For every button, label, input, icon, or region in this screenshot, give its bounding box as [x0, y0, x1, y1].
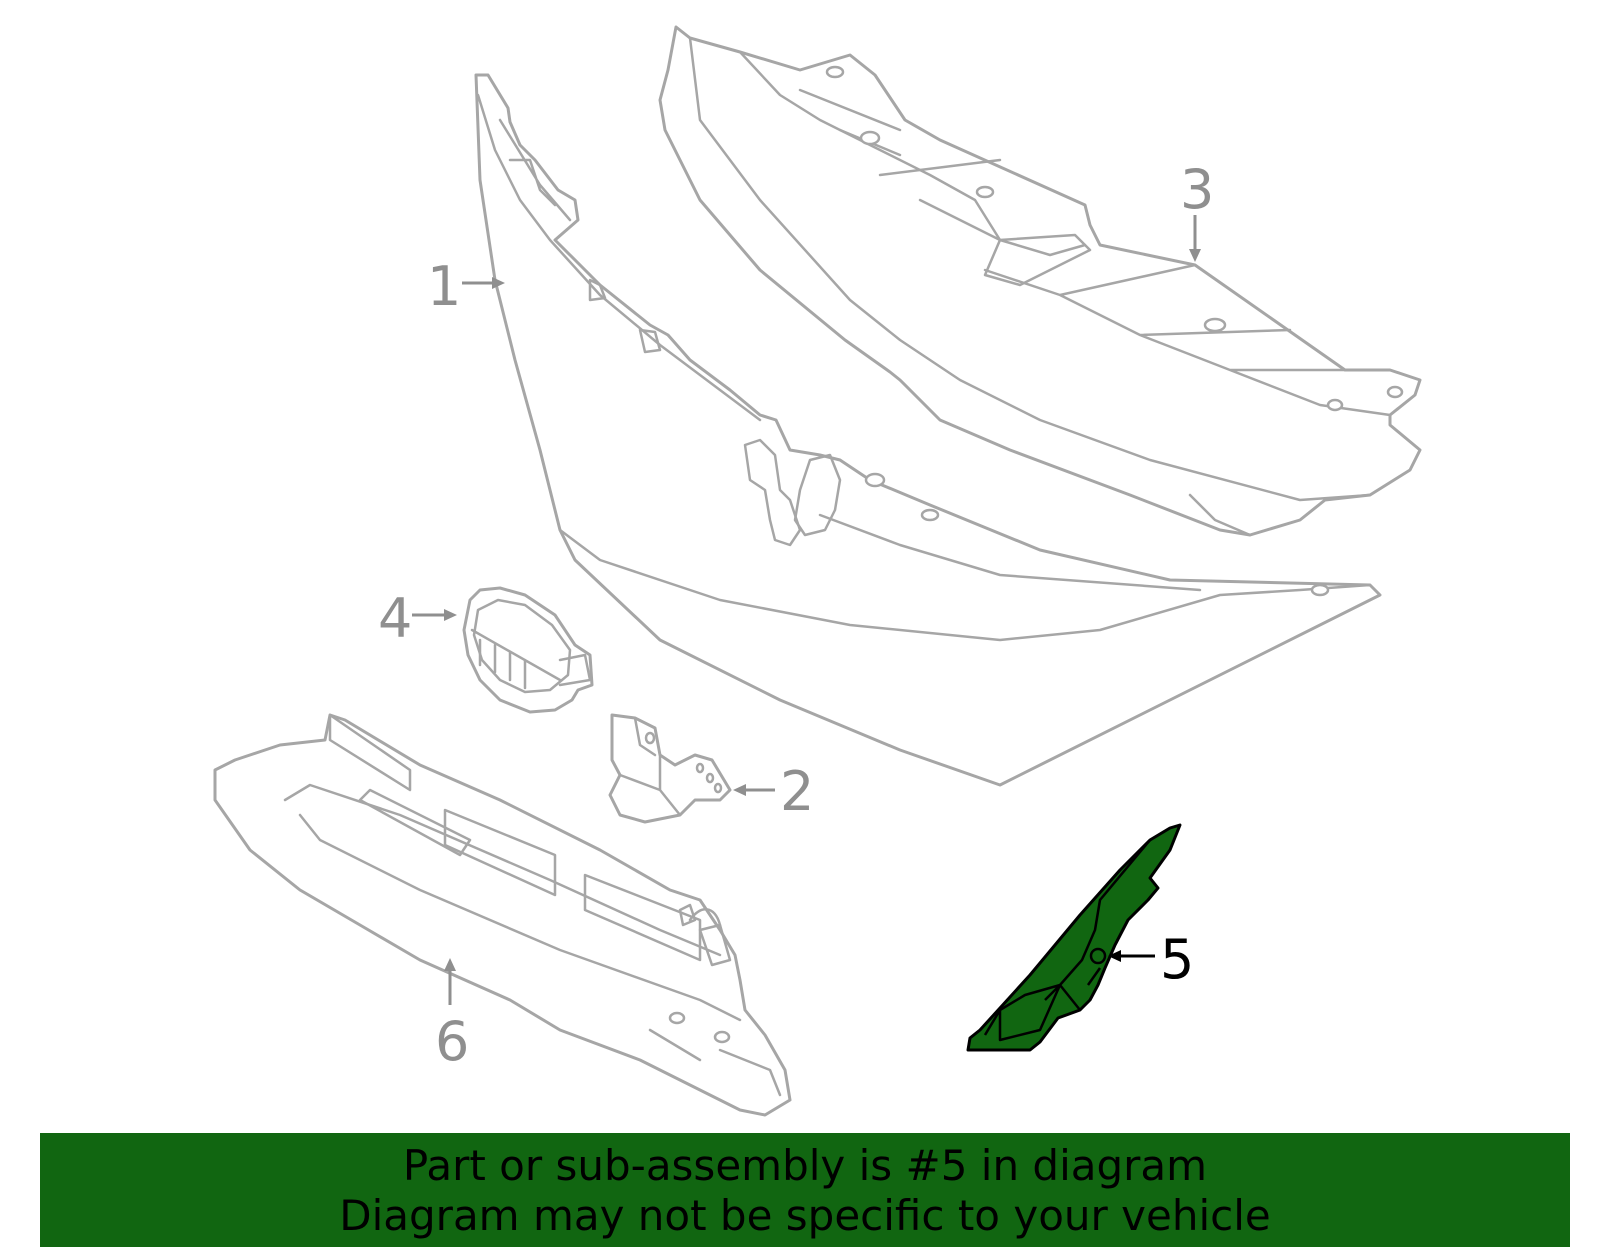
callout-5: 5: [1108, 928, 1194, 991]
svg-text:5: 5: [1160, 928, 1194, 991]
callout-6: 6: [435, 958, 469, 1073]
part-6-lower-grille: [213, 713, 792, 1117]
banner-line-2: Diagram may not be specific to your vehi…: [339, 1191, 1271, 1240]
callout-4: 4: [378, 587, 457, 650]
callout-2: 2: [733, 760, 814, 823]
svg-text:3: 3: [1180, 158, 1214, 221]
svg-text:2: 2: [780, 760, 814, 823]
part-1-grille: [474, 73, 1382, 787]
callout-1: 1: [427, 255, 505, 318]
svg-text:4: 4: [378, 587, 412, 650]
part-2-bracket: [608, 713, 732, 824]
svg-text:6: 6: [435, 1010, 469, 1073]
part-5-highlighted: [966, 823, 1182, 1052]
part-4-emblem: [462, 586, 594, 714]
part-3-upper-support: [658, 25, 1422, 537]
info-banner: Part or sub-assembly is #5 in diagram Di…: [40, 1133, 1570, 1247]
banner-line-1: Part or sub-assembly is #5 in diagram: [402, 1141, 1208, 1190]
parts-diagram: 1 2 3 4 5 6: [213, 25, 1422, 1117]
callout-3: 3: [1180, 158, 1214, 262]
svg-text:1: 1: [427, 255, 461, 318]
